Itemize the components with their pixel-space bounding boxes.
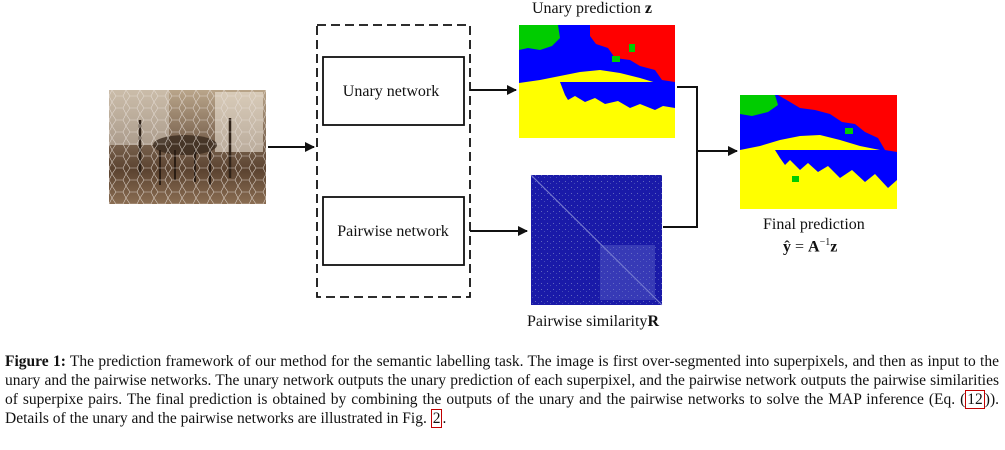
networks-dashed-box [316,24,471,298]
pairwise-similarity-symbol: R [647,313,659,330]
input-image [109,90,266,204]
final-prediction-label: Final prediction [763,216,865,233]
connector-pairwise [663,151,698,228]
figure-caption: Figure 1: The prediction framework of ou… [5,352,999,428]
unary-prediction-caption: Unary prediction z [532,0,652,18]
formula-z: z [830,238,838,256]
pairwise-similarity-label: Pairwise similarity [527,313,648,330]
unary-prediction-image [519,25,675,138]
formula-equals: = [791,238,809,256]
figure-label: Figure 1: [5,353,66,370]
formula-A: A [808,238,820,256]
figure-reference-link[interactable]: 2 [430,409,443,428]
pairwise-similarity-matrix [530,174,663,306]
unary-prediction-label: Unary prediction [532,0,641,17]
caption-text-2: )). Details of the unary and the pairwis… [5,391,999,427]
connector-unary [677,86,698,151]
unary-prediction-symbol: z [644,0,652,17]
formula-yhat: ŷ [783,238,791,256]
equation-reference-link[interactable]: 12 [965,390,985,409]
formula-exponent: −1 [819,237,831,248]
final-prediction-image [740,95,897,209]
framework-diagram: Unary network Pairwise network [109,0,897,331]
pairwise-similarity-caption: Pairwise similarityR [527,313,659,331]
unary-network-box [322,56,465,126]
pairwise-network-label: Pairwise network [337,223,449,240]
unary-network-label: Unary network [343,83,439,100]
pairwise-network-box [322,196,465,266]
diagram-svg: Unary network Pairwise network [109,24,897,306]
final-prediction-formula: ŷ = A−1z [783,237,837,256]
caption-text-3: . [442,410,447,427]
caption-text-1: The prediction framework of our method f… [5,353,999,408]
